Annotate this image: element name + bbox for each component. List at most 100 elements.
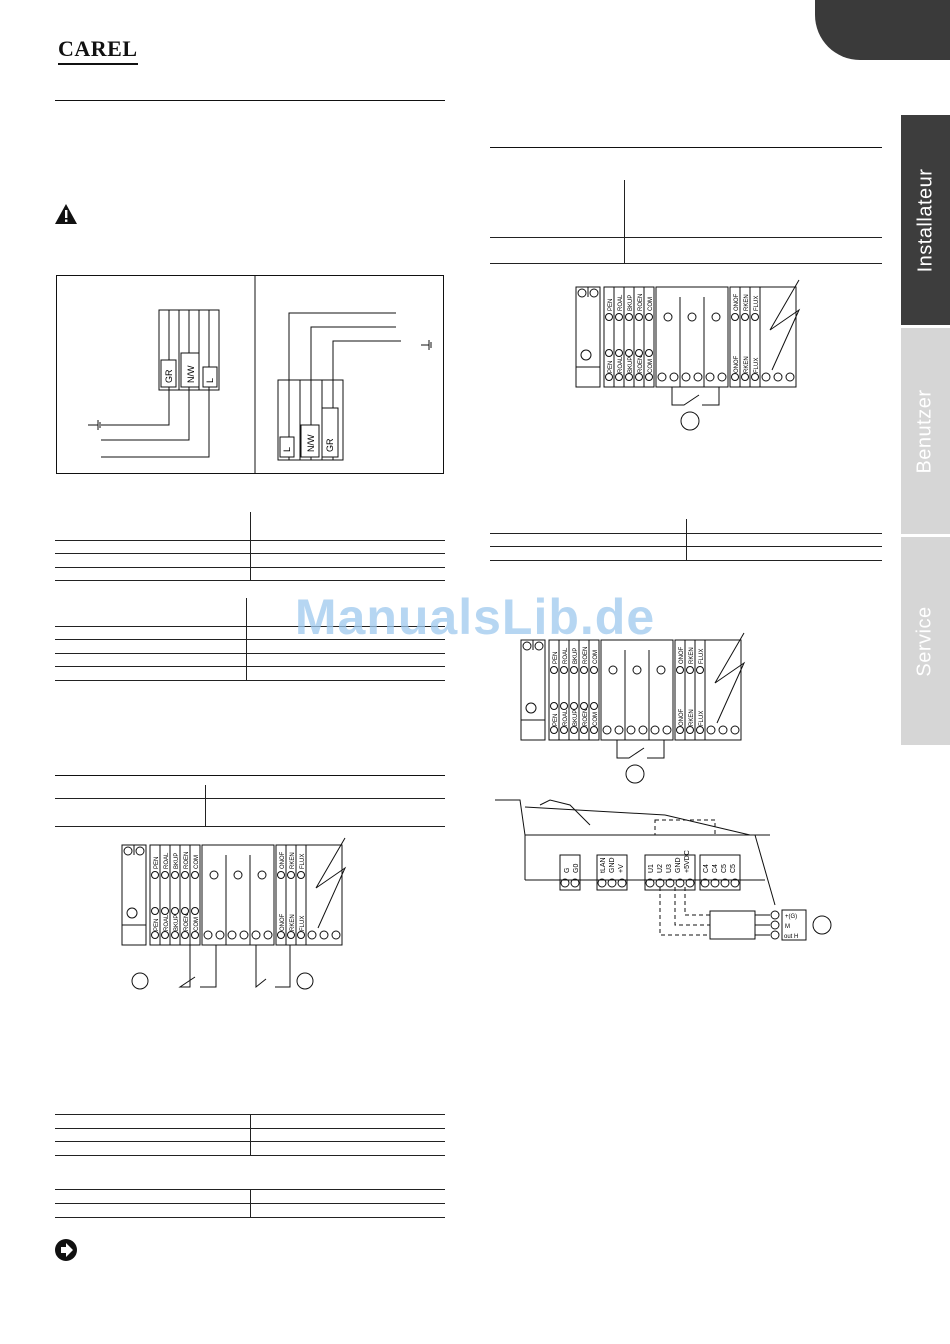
terminal-label-right-top: RKEN	[744, 294, 750, 311]
terminal-cell	[588, 639, 600, 741]
terminal-screw	[635, 349, 643, 357]
terminal-screw	[580, 702, 588, 710]
tab-benutzer[interactable]: Benutzer	[901, 328, 950, 534]
table-rule	[55, 639, 445, 640]
terminal-screw	[522, 641, 532, 651]
terminal-screw	[191, 931, 199, 939]
terminal-screw	[560, 726, 568, 734]
io-5vdc-label: +5VDC	[684, 850, 691, 873]
terminal-screw	[239, 930, 249, 940]
terminal-screw	[669, 372, 679, 382]
terminal-screw	[161, 931, 169, 939]
tab-service[interactable]: Service	[901, 537, 950, 745]
terminal-screw	[319, 930, 329, 940]
table-rule	[490, 533, 882, 534]
terminal-label-top: PEN	[553, 652, 559, 664]
terminal-label-right-top: ONOF	[734, 293, 740, 311]
terminal-label-top: PEN	[154, 857, 160, 869]
terminal-screw	[625, 373, 633, 381]
terminal-screw	[209, 870, 219, 880]
callout-circle	[625, 764, 645, 784]
terminal-label-top: ROAL	[164, 852, 170, 869]
relay-block	[655, 286, 729, 388]
terminal-label-top: ROEN	[184, 852, 190, 869]
terminal-screw	[785, 372, 795, 382]
terminal-screw	[181, 871, 189, 879]
tab-installateur[interactable]: Installateur	[901, 115, 950, 325]
switch-line	[178, 945, 196, 988]
table-rule	[490, 546, 882, 547]
terminal-label-right-top: ONOF	[679, 646, 685, 664]
relay-block	[759, 286, 797, 388]
table-rule	[55, 567, 445, 568]
terminal-label-right-bottom: ONOF	[734, 355, 740, 373]
terminal-label-right-top: RKEN	[290, 852, 296, 869]
cut-line	[769, 279, 801, 371]
terminal-screw	[693, 372, 703, 382]
terminal-screw	[638, 725, 648, 735]
io-c5b-label: C5	[730, 864, 737, 873]
table-rule	[55, 1217, 445, 1218]
terminal-label-bottom: ROAL	[563, 709, 569, 726]
io-gnd2-label: GND	[675, 857, 682, 873]
terminal-screw	[602, 725, 612, 735]
terminal-label-right-bottom: RKEN	[290, 914, 296, 931]
terminal-screw	[650, 725, 660, 735]
terminal-screw	[126, 907, 138, 919]
terminal-label-right-bottom: FLUX	[699, 711, 705, 726]
terminal-label-top: ROEN	[583, 647, 589, 664]
line-label: L	[205, 378, 215, 383]
terminal-screw	[151, 931, 159, 939]
terminal-diagram-left: PENPENROALROALBKUPBKUPROENROENCOMCOMONOF…	[121, 837, 347, 990]
terminal-screw	[191, 907, 199, 915]
table-divider	[686, 519, 687, 561]
right-line-label: L	[282, 447, 292, 452]
terminal-screw	[560, 702, 568, 710]
terminal-screw	[161, 871, 169, 879]
terminal-screw	[625, 349, 633, 357]
terminal-label-bottom: PEN	[553, 714, 559, 726]
terminal-screw	[645, 349, 653, 357]
terminal-screw	[550, 666, 558, 674]
terminal-screw	[331, 930, 341, 940]
terminal-screw	[632, 665, 642, 675]
terminal-screw	[215, 930, 225, 940]
terminal-label-bottom: COM	[593, 712, 599, 726]
terminal-screw	[635, 373, 643, 381]
terminal-screw	[687, 312, 697, 322]
terminal-screw	[577, 288, 587, 298]
terminal-label-right-top: FLUX	[699, 649, 705, 664]
terminal-label-right-top: RKEN	[689, 647, 695, 664]
io-u1-label: U1	[648, 864, 655, 873]
relay-body	[121, 844, 147, 946]
terminal-screw	[751, 313, 759, 321]
terminal-screw	[287, 871, 295, 879]
terminal-screw	[307, 930, 317, 940]
io-gnd-label: GND	[609, 857, 616, 873]
terminal-screw	[731, 373, 739, 381]
terminal-screw	[676, 726, 684, 734]
terminal-screw	[590, 666, 598, 674]
terminal-screw	[741, 313, 749, 321]
switch-line	[255, 945, 267, 989]
relay-body	[520, 639, 546, 741]
terminal-label-top: COM	[194, 855, 200, 869]
terminal-screw	[251, 930, 261, 940]
terminal-screw	[570, 726, 578, 734]
terminal-screw	[635, 313, 643, 321]
ground-label: GR	[164, 369, 174, 383]
terminal-cell	[189, 844, 201, 946]
relay-block	[704, 639, 742, 741]
terminal-screw	[277, 871, 285, 879]
io-u2-label: U2	[657, 864, 664, 873]
terminal-screw	[263, 930, 273, 940]
terminal-screw	[605, 349, 613, 357]
terminal-label-top: BKUP	[174, 853, 180, 869]
terminal-screw	[550, 702, 558, 710]
terminal-screw	[233, 870, 243, 880]
cut-line	[714, 632, 746, 724]
terminal-label-bottom: PEN	[608, 361, 614, 373]
terminal-label-top: ROAL	[618, 294, 624, 311]
table-rule	[55, 826, 445, 827]
terminal-screw	[645, 373, 653, 381]
